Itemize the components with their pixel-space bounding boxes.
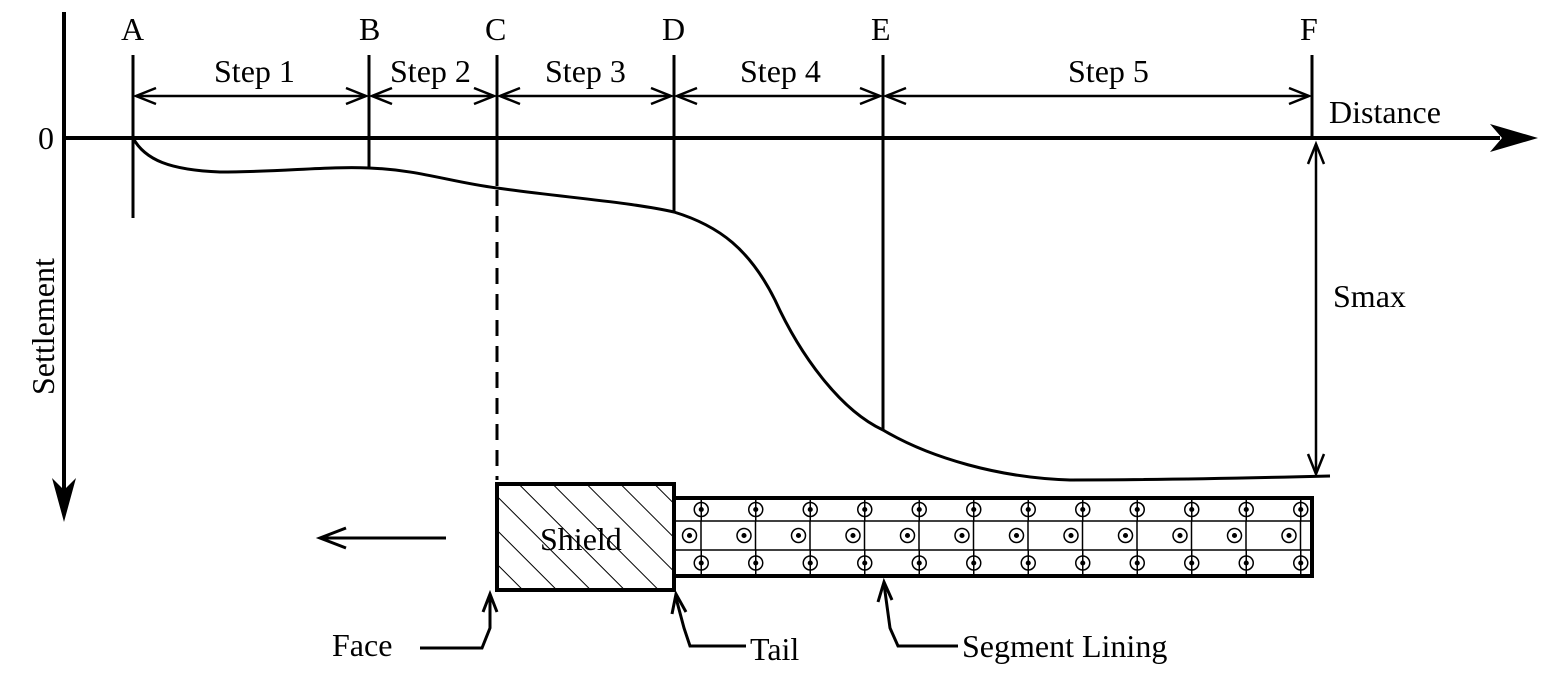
- shield: [495, 482, 676, 592]
- step-4-arrow: [673, 86, 884, 106]
- segment-lining-label: Segment Lining: [962, 628, 1167, 664]
- shield-label: Shield: [540, 521, 622, 557]
- settlement-label: Settlement: [25, 258, 61, 395]
- step-2-label: Step 2: [390, 53, 471, 89]
- distance-axis-arrowhead: [1490, 124, 1538, 152]
- step-2-arrow: [368, 86, 498, 106]
- smax-arrow: [1306, 140, 1326, 478]
- point-label-d: D: [662, 11, 685, 47]
- point-label-b: B: [359, 11, 380, 47]
- lining-callout-arrow: [876, 577, 958, 648]
- step-5-label: Step 5: [1068, 53, 1149, 89]
- tail-callout-arrow: [670, 589, 746, 648]
- distance-label: Distance: [1329, 94, 1441, 130]
- step-4-label: Step 4: [740, 53, 821, 89]
- face-label: Face: [332, 627, 392, 663]
- smax-label: Smax: [1333, 278, 1406, 314]
- step-1-label: Step 1: [214, 53, 295, 89]
- point-label-e: E: [871, 11, 891, 47]
- step-5-arrow: [882, 86, 1313, 106]
- point-label-c: C: [485, 11, 506, 47]
- step-1-arrow: [132, 86, 370, 106]
- settlement-axis-arrowhead: [52, 478, 76, 522]
- face-callout-arrow: [420, 589, 499, 650]
- settlement-curve: [131, 137, 1331, 482]
- point-label-a: A: [121, 11, 144, 47]
- point-label-f: F: [1300, 11, 1318, 47]
- advance-direction-arrow: [315, 526, 446, 550]
- origin-label: 0: [38, 120, 54, 156]
- tail-label: Tail: [750, 631, 799, 667]
- step-3-arrow: [496, 86, 675, 106]
- segment-lining: [672, 496, 1314, 578]
- step-3-label: Step 3: [545, 53, 626, 89]
